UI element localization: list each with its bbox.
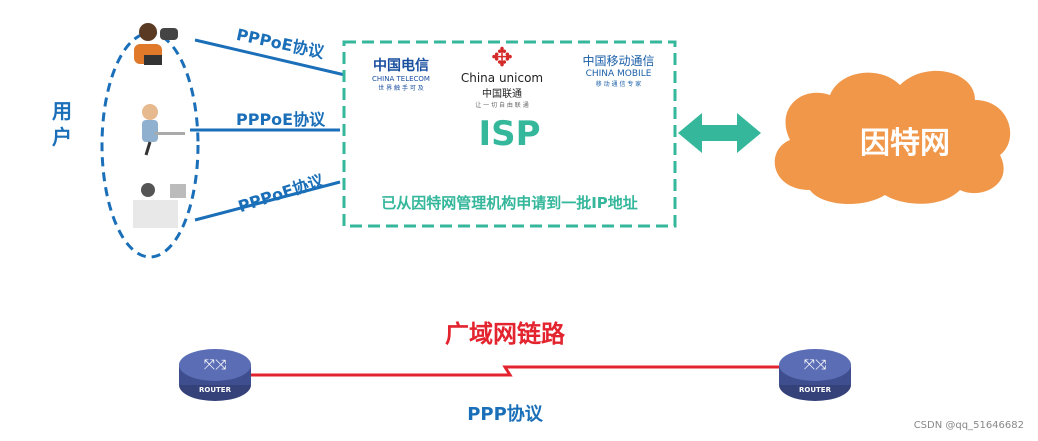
svg-text:⤧⤨: ⤧⤨ bbox=[804, 357, 827, 373]
pppoe-link-3 bbox=[194, 180, 341, 222]
user-icon-2 bbox=[142, 104, 185, 156]
logo-slogan: 世 界 触 手 可 及 bbox=[378, 85, 424, 92]
watermark: CSDN @qq_51646682 bbox=[913, 420, 1024, 431]
router-icon-right: ⤧⤨ bbox=[779, 349, 851, 401]
isp-title: ISP bbox=[478, 114, 541, 154]
internet-label: 因特网 bbox=[860, 126, 950, 161]
user-icon-3 bbox=[133, 183, 186, 228]
isp-note: 已从因特网管理机构申请到一批IP地址 bbox=[381, 194, 638, 212]
logo-china-unicom: ✥ China unicom 中国联通 让 一 切 自 由 联 通 bbox=[452, 45, 552, 109]
wan-link bbox=[250, 365, 780, 377]
ppp-label: PPP协议 bbox=[467, 404, 543, 425]
isp-box bbox=[342, 40, 677, 228]
router-label-right: ROUTER bbox=[799, 386, 831, 394]
logo-en: CHINA MOBILE bbox=[585, 69, 652, 79]
bidirectional-arrow bbox=[678, 113, 761, 153]
logo-china-mobile: 中国移动通信 CHINA MOBILE 移 动 通 信 专 家 bbox=[566, 52, 671, 88]
user-icon-1 bbox=[134, 23, 178, 65]
logo-slogan: 让 一 切 自 由 联 通 bbox=[475, 102, 529, 109]
unicom-knot-icon: ✥ bbox=[491, 43, 513, 73]
router-label-left: ROUTER bbox=[199, 386, 231, 394]
logo-name: 中国移动通信 bbox=[582, 54, 655, 68]
svg-text:⤧⤨: ⤧⤨ bbox=[204, 357, 227, 373]
logo-china-telecom: 中国电信 CHINA TELECOM 世 界 触 手 可 及 bbox=[356, 55, 446, 92]
logo-slogan: 移 动 通 信 专 家 bbox=[595, 81, 642, 88]
wan-link-label: 广域网链路 bbox=[445, 320, 565, 348]
pppoe-label-2: PPPoE协议 bbox=[236, 110, 326, 129]
logo-name: 中国电信 bbox=[373, 58, 429, 74]
logo-en: CHINA TELECOM bbox=[372, 75, 430, 83]
router-icon-left: ⤧⤨ bbox=[179, 349, 251, 401]
pppoe-link-1 bbox=[194, 38, 346, 77]
users-label: 用户 bbox=[52, 99, 72, 149]
internet-cloud bbox=[774, 70, 1011, 205]
logo-en: China unicom bbox=[460, 71, 544, 85]
logo-name: 中国联通 bbox=[482, 89, 522, 100]
